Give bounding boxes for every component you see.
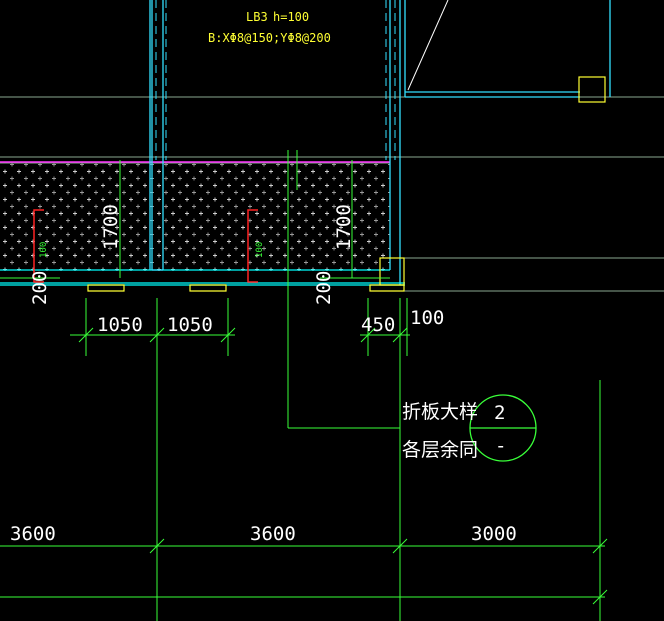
callout-symbol [469,394,537,462]
axis-dim-3600-a: 3600 [10,523,56,545]
wall-columns [149,0,611,285]
slab-name: LB3 [246,10,268,24]
dim-vertical-right: 100 [255,242,265,258]
diagonal-line [407,0,449,91]
axis-dim-3600-b: 3600 [250,523,296,545]
slab-thickness: h=100 [273,10,309,24]
dim-1050-a: 1050 [97,314,143,336]
hatched-slab [0,163,390,271]
dashed-lines [155,0,396,160]
yellow-blocks [87,76,606,292]
dim-width-right: 1700 [333,204,355,250]
callout-line2: 各层余同 [402,439,478,461]
callout-number: 2 [494,402,505,424]
dim-step-right: 200 [313,271,335,305]
axis-dim-3000: 3000 [471,523,517,545]
slab-rebar: B:XΦ8@150;YΦ8@200 [208,31,331,45]
dim-width-left: 1700 [100,204,122,250]
red-markers [33,209,258,283]
callout-line1: 折板大样 [402,401,478,423]
dim-vertical-left: 100 [39,242,49,258]
dim-450: 450 [361,314,395,336]
callout-dash: - [495,435,506,457]
dim-1050-b: 1050 [167,314,213,336]
grid-lines [0,150,608,621]
dim-step-left: 200 [29,271,51,305]
dim-100: 100 [410,307,444,329]
